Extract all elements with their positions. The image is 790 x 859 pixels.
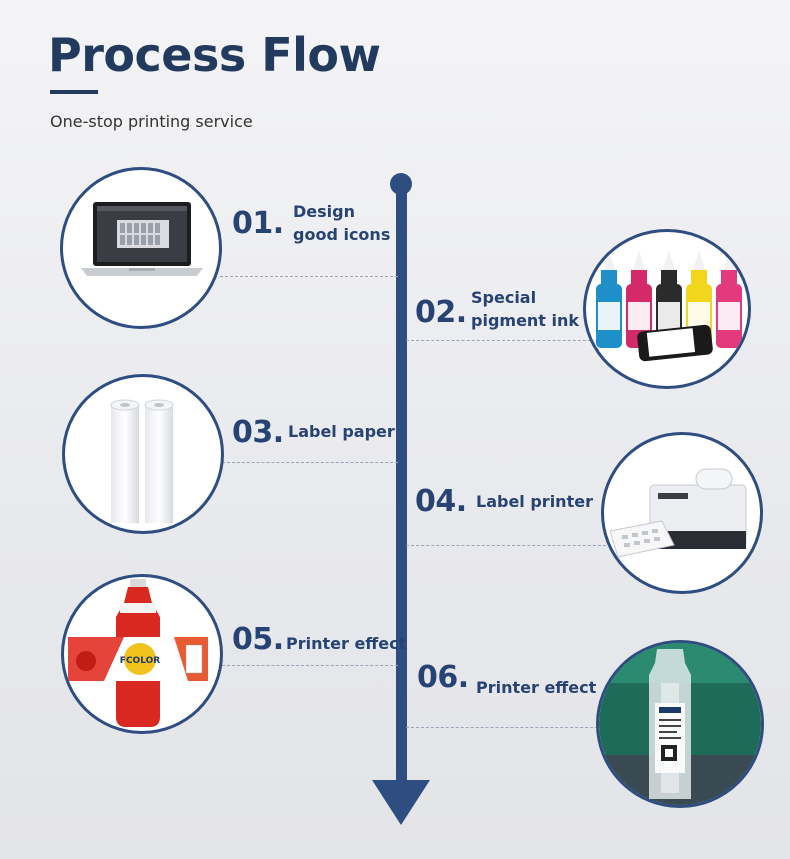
step-1-label: Design good icons [293, 200, 390, 246]
step-2-number: 02. [415, 295, 467, 330]
step-4-label: Label printer [476, 490, 593, 513]
page-subtitle: One-stop printing service [50, 112, 253, 131]
step-1-number: 01. [232, 206, 284, 241]
step-3-label-line-1: Label paper [288, 422, 395, 441]
step-1-label-line-2: good icons [293, 225, 391, 244]
step-5-label: Printer effect [286, 632, 406, 655]
step-2-label-line-1: Special [471, 288, 537, 307]
step-5-number: 05. [232, 622, 284, 657]
step-2-image [583, 229, 751, 389]
step-2-label: Special pigment ink [471, 286, 579, 332]
connector-step-5 [222, 665, 398, 666]
connector-step-3 [222, 462, 398, 463]
step-4-number: 04. [415, 484, 467, 519]
paper-roll-icon [110, 399, 174, 523]
step-6-number: 06. [417, 660, 469, 695]
step-3-label: Label paper [288, 420, 395, 443]
timeline-start-dot [390, 173, 412, 195]
timeline-arrow-icon [372, 780, 430, 825]
brand-logo-text: FCOLOR [120, 656, 160, 666]
step-4-image [601, 432, 763, 594]
connector-step-1 [220, 276, 398, 277]
step-1-image [60, 167, 222, 329]
step-1-label-line-1: Design [293, 202, 355, 221]
connector-step-2 [406, 340, 596, 341]
page-title: Process Flow [48, 28, 381, 82]
step-5-image: FCOLOR [61, 574, 223, 734]
step-3-number: 03. [232, 415, 284, 450]
title-underline [50, 90, 98, 94]
step-5-label-line-1: Printer effect [286, 634, 407, 653]
step-6-label-line-1: Printer effect [476, 678, 597, 697]
timeline-line [396, 186, 407, 796]
connector-step-6 [406, 727, 598, 728]
step-4-label-line-1: Label printer [476, 492, 593, 511]
step-3-image [62, 374, 224, 534]
connector-step-4 [406, 545, 606, 546]
label-printer-icon [609, 468, 747, 558]
laptop-icon [81, 202, 203, 276]
step-6-label: Printer effect [476, 676, 596, 699]
step-2-label-line-2: pigment ink [471, 311, 580, 330]
ink-bottles-icon [596, 250, 742, 362]
step-6-image [596, 640, 764, 808]
bottle-label-icon: FCOLOR [68, 579, 208, 727]
clear-bottle-icon [599, 643, 761, 805]
